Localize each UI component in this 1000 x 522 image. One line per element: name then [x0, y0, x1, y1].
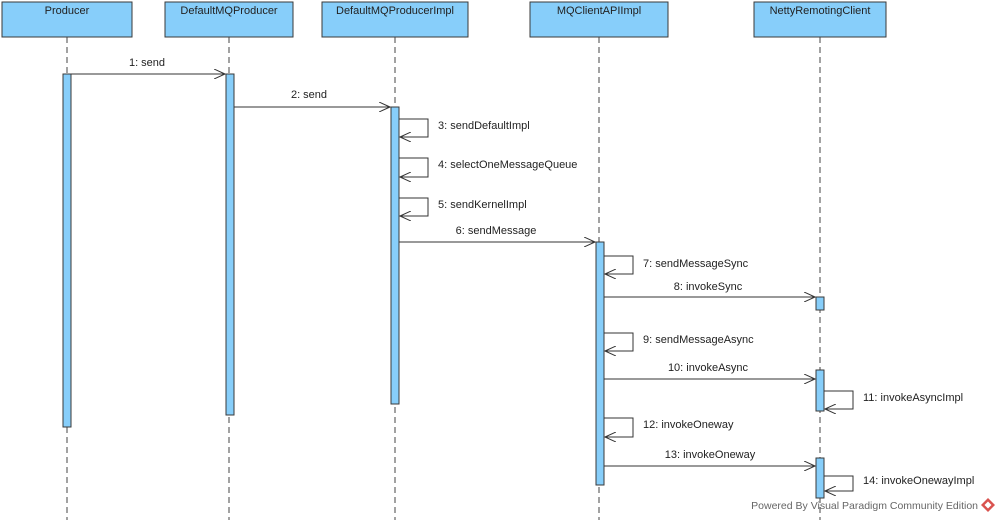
lifeline-box[interactable] [1, 1, 133, 38]
self-message-arrow[interactable]: 5: sendKernelImpl [399, 197, 527, 216]
message-line [399, 197, 429, 216]
message-arrow[interactable]: 2: send [234, 89, 390, 107]
activation-bar-netty-async[interactable] [815, 369, 825, 412]
activation-bar-default-mq-producer[interactable] [225, 73, 235, 416]
self-message-arrow[interactable]: 4: selectOneMessageQueue [399, 157, 577, 177]
activation-bar-netty-oneway[interactable] [815, 457, 825, 499]
lifeline-box[interactable] [321, 1, 469, 38]
message-label: 6: sendMessage [456, 225, 537, 237]
lifeline-label: Producer [45, 5, 90, 17]
message-arrow[interactable]: 8: invokeSync [604, 281, 815, 297]
visual-paradigm-logo-icon [981, 498, 995, 512]
message-line [399, 157, 429, 177]
lifeline-box[interactable] [529, 1, 669, 38]
message-line [604, 417, 634, 437]
message-label: 13: invokeOneway [665, 449, 756, 461]
self-message-arrow[interactable]: 11: invokeAsyncImpl [824, 390, 963, 409]
message-arrow[interactable]: 13: invokeOneway [604, 449, 815, 466]
lifeline-label: DefaultMQProducerImpl [336, 5, 454, 17]
message-arrow[interactable]: 10: invokeAsync [604, 362, 815, 379]
lifeline-label: NettyRemotingClient [770, 5, 871, 17]
message-label: 8: invokeSync [674, 281, 743, 293]
activation-bar-default-mq-producer-impl[interactable] [390, 106, 400, 405]
activation-bar-mq-client-api-impl[interactable] [595, 241, 605, 486]
message-label: 1: send [129, 57, 165, 69]
lifeline-producer: Producer [1, 1, 133, 520]
message-label: 12: invokeOneway [643, 419, 734, 431]
self-message-arrow[interactable]: 14: invokeOnewayImpl [824, 475, 974, 491]
message-line [824, 390, 854, 409]
message-line [824, 475, 854, 491]
message-label: 5: sendKernelImpl [438, 199, 527, 211]
message-label: 4: selectOneMessageQueue [438, 159, 577, 171]
self-message-arrow[interactable]: 7: sendMessageSync [604, 255, 749, 274]
message-line [604, 332, 634, 351]
lifeline-label: DefaultMQProducer [180, 5, 278, 17]
lifeline-label: MQClientAPIImpl [557, 5, 641, 17]
message-arrow[interactable]: 1: send [71, 57, 225, 74]
message-label: 10: invokeAsync [668, 362, 749, 374]
self-message-arrow[interactable]: 9: sendMessageAsync [604, 332, 754, 351]
activation-bar-netty-sync[interactable] [815, 296, 825, 311]
activation-bar-producer[interactable] [62, 73, 72, 428]
lifeline-box[interactable] [753, 1, 887, 38]
message-label: 14: invokeOnewayImpl [863, 475, 974, 487]
lifeline-netty-remoting-client: NettyRemotingClient [753, 1, 887, 520]
message-arrow[interactable]: 6: sendMessage [399, 225, 595, 242]
message-label: 9: sendMessageAsync [643, 334, 754, 346]
footer-watermark: Powered By Visual Paradigm Community Edi… [751, 498, 995, 512]
message-label: 11: invokeAsyncImpl [863, 392, 963, 404]
message-line [399, 118, 429, 137]
message-label: 3: sendDefaultImpl [438, 120, 530, 132]
message-label: 2: send [291, 89, 327, 101]
self-message-arrow[interactable]: 12: invokeOneway [604, 417, 734, 437]
footer-text: Powered By Visual Paradigm Community Edi… [751, 500, 978, 512]
message-label: 7: sendMessageSync [643, 258, 749, 270]
message-line [604, 255, 634, 274]
self-message-arrow[interactable]: 3: sendDefaultImpl [399, 118, 530, 137]
lifeline-mq-client-api-impl: MQClientAPIImpl [529, 1, 669, 520]
